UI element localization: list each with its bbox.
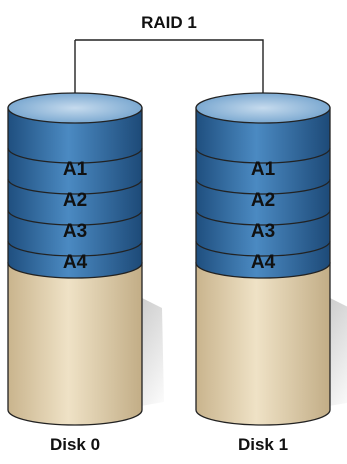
block-label-a3: A3 <box>251 221 275 242</box>
block-separator <box>195 209 331 226</box>
block-separator <box>7 178 143 195</box>
block-separator <box>195 147 331 164</box>
block-separator <box>195 240 331 257</box>
block-label-a1: A1 <box>63 159 88 180</box>
block-separator <box>195 178 331 195</box>
diagram-title: RAID 1 <box>141 13 197 32</box>
disk-empty-space <box>195 262 331 426</box>
block-label-a3: A3 <box>63 221 87 242</box>
disk-data-area <box>195 107 331 279</box>
block-separator <box>7 209 143 226</box>
disk-labels: Disk 0 Disk 1 <box>50 435 288 454</box>
block-label-a4: A4 <box>251 252 276 273</box>
disk-top <box>7 92 143 124</box>
block-label-a2: A2 <box>63 190 87 211</box>
disk-label: Disk 0 <box>50 435 100 454</box>
disk-data-area <box>7 107 143 279</box>
block-separator <box>7 147 143 164</box>
disk-top <box>195 92 331 124</box>
block-label-a1: A1 <box>251 159 276 180</box>
block-label-a4: A4 <box>63 252 88 273</box>
disk-empty-space <box>7 262 143 426</box>
disk-label: Disk 1 <box>238 435 288 454</box>
connector-right <box>75 39 264 108</box>
block-separator <box>7 240 143 257</box>
block-label-a2: A2 <box>251 190 275 211</box>
